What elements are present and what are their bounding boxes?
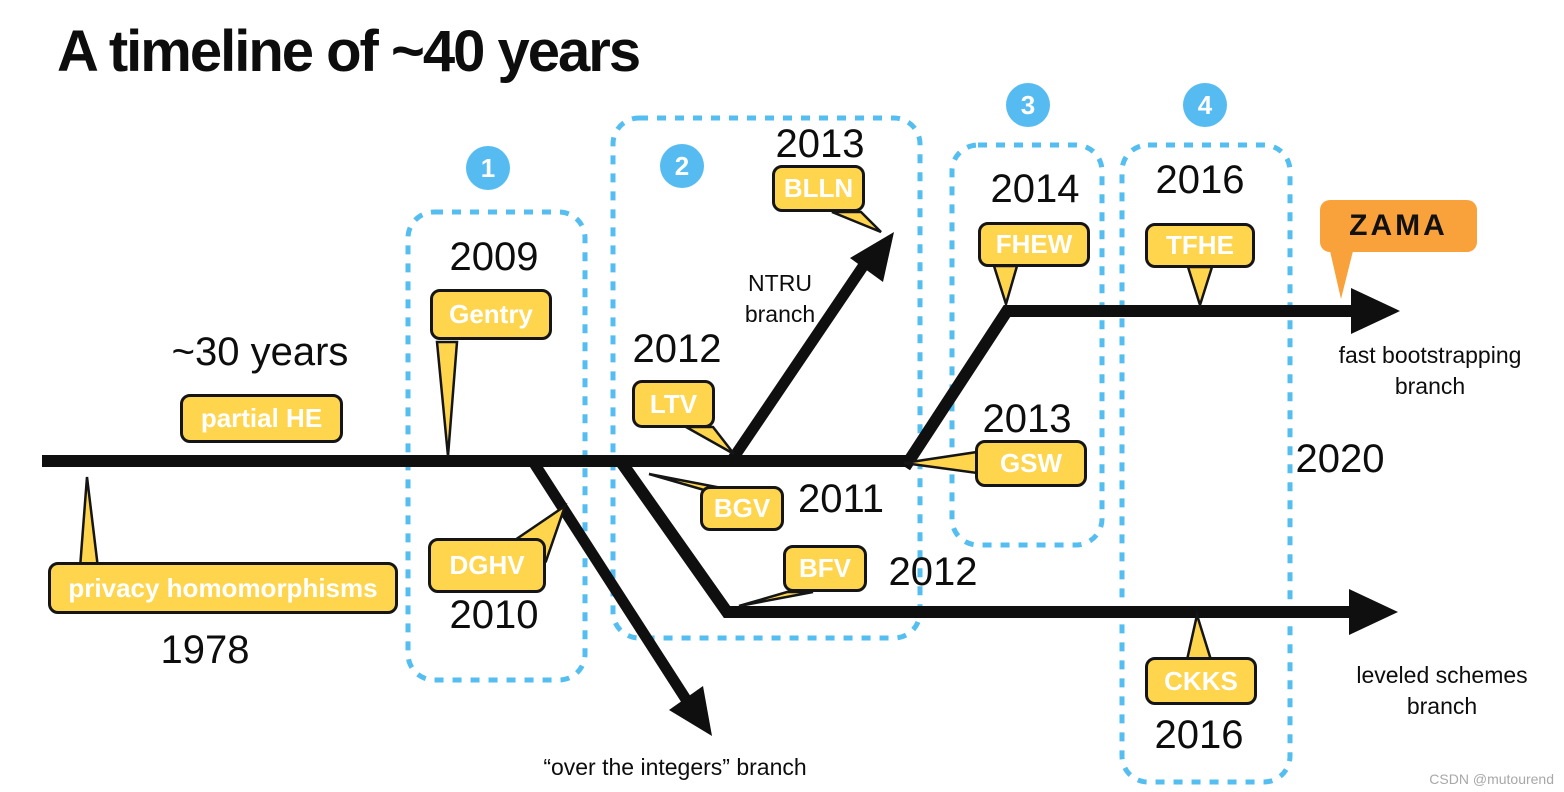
- callout-blln: BLLN: [772, 165, 865, 212]
- leveled-schemes-arrowhead: [1349, 589, 1398, 635]
- milestone-badge-3: 3: [1006, 83, 1050, 127]
- milestone-region-1: [405, 209, 588, 683]
- callout-ckks: CKKS: [1145, 657, 1257, 705]
- ntru-branch-line: [727, 255, 873, 464]
- milestone-region-4: [1119, 142, 1293, 785]
- callout-gsw: GSW: [975, 440, 1087, 487]
- year-label-2016-tfhe: 2016: [1155, 158, 1245, 202]
- ckks-callout-pointer: [1185, 610, 1213, 662]
- branch-label-fast-bootstrapping: fast bootstrapping branch: [1338, 342, 1522, 399]
- tfhe-callout-pointer: [1186, 265, 1214, 310]
- branch-label-over-the-integers: “over the integers” branch: [543, 754, 807, 780]
- zama-logo-callout: ZAMA: [1320, 200, 1477, 252]
- era-label-30-years: ~30 years: [171, 330, 349, 374]
- milestone-badge-2: 2: [660, 144, 704, 188]
- leveled-schemes-branch-line: [614, 455, 1350, 618]
- year-label-2020: 2020: [1295, 437, 1385, 481]
- watermark: CSDN @mutourend: [1429, 771, 1554, 787]
- callout-fhew: FHEW: [978, 222, 1090, 267]
- callout-dghv: DGHV: [428, 538, 546, 593]
- zama-callout-pointer: [1330, 251, 1353, 299]
- bfv-callout-pointer: [738, 590, 814, 608]
- callout-partial-he: partial HE: [180, 394, 343, 443]
- year-label-2016-ckks: 2016: [1154, 713, 1244, 757]
- callout-bgv: BGV: [700, 486, 784, 531]
- branch-label-leveled-schemes: leveled schemes branch: [1356, 662, 1528, 719]
- year-label-2011-bgv: 2011: [797, 477, 885, 521]
- callout-ltv: LTV: [632, 380, 715, 428]
- ntru-arrowhead: [850, 232, 894, 282]
- ltv-callout-pointer: [681, 425, 735, 456]
- year-label-1978: 1978: [160, 628, 250, 672]
- callout-privacy-homomorphisms: privacy homomorphisms: [48, 562, 398, 614]
- page-title: A timeline of ~40 years: [57, 19, 641, 84]
- blln-callout-pointer: [831, 210, 882, 234]
- year-label-2013-blln: 2013: [775, 122, 865, 166]
- milestone-region-2: [610, 115, 923, 641]
- callout-gentry: Gentry: [430, 289, 552, 340]
- milestone-region-3: [949, 142, 1105, 548]
- over-the-integers-arrowhead: [669, 686, 712, 736]
- fast-bootstrapping-arrowhead: [1351, 288, 1400, 334]
- year-label-2010: 2010: [449, 593, 539, 637]
- callout-bfv: BFV: [783, 545, 867, 592]
- over-the-integers-branch-line: [527, 457, 694, 707]
- year-label-2012-bfv: 2012: [888, 550, 978, 594]
- branch-label-ntru: NTRU branch: [744, 270, 816, 327]
- milestone-badge-4: 4: [1183, 83, 1227, 127]
- year-label-2014-fhew: 2014: [990, 167, 1080, 211]
- milestone-badge-1: 1: [466, 146, 510, 190]
- year-label-2009: 2009: [449, 235, 539, 279]
- fhew-callout-pointer: [992, 264, 1019, 309]
- fast-bootstrapping-branch-line: [899, 305, 1352, 471]
- privacy-callout-pointer: [78, 476, 100, 570]
- year-label-2013-gsw: 2013: [982, 397, 1072, 441]
- year-label-2012-ltv: 2012: [632, 327, 722, 371]
- callout-tfhe: TFHE: [1145, 223, 1255, 268]
- gentry-callout-pointer: [435, 340, 459, 457]
